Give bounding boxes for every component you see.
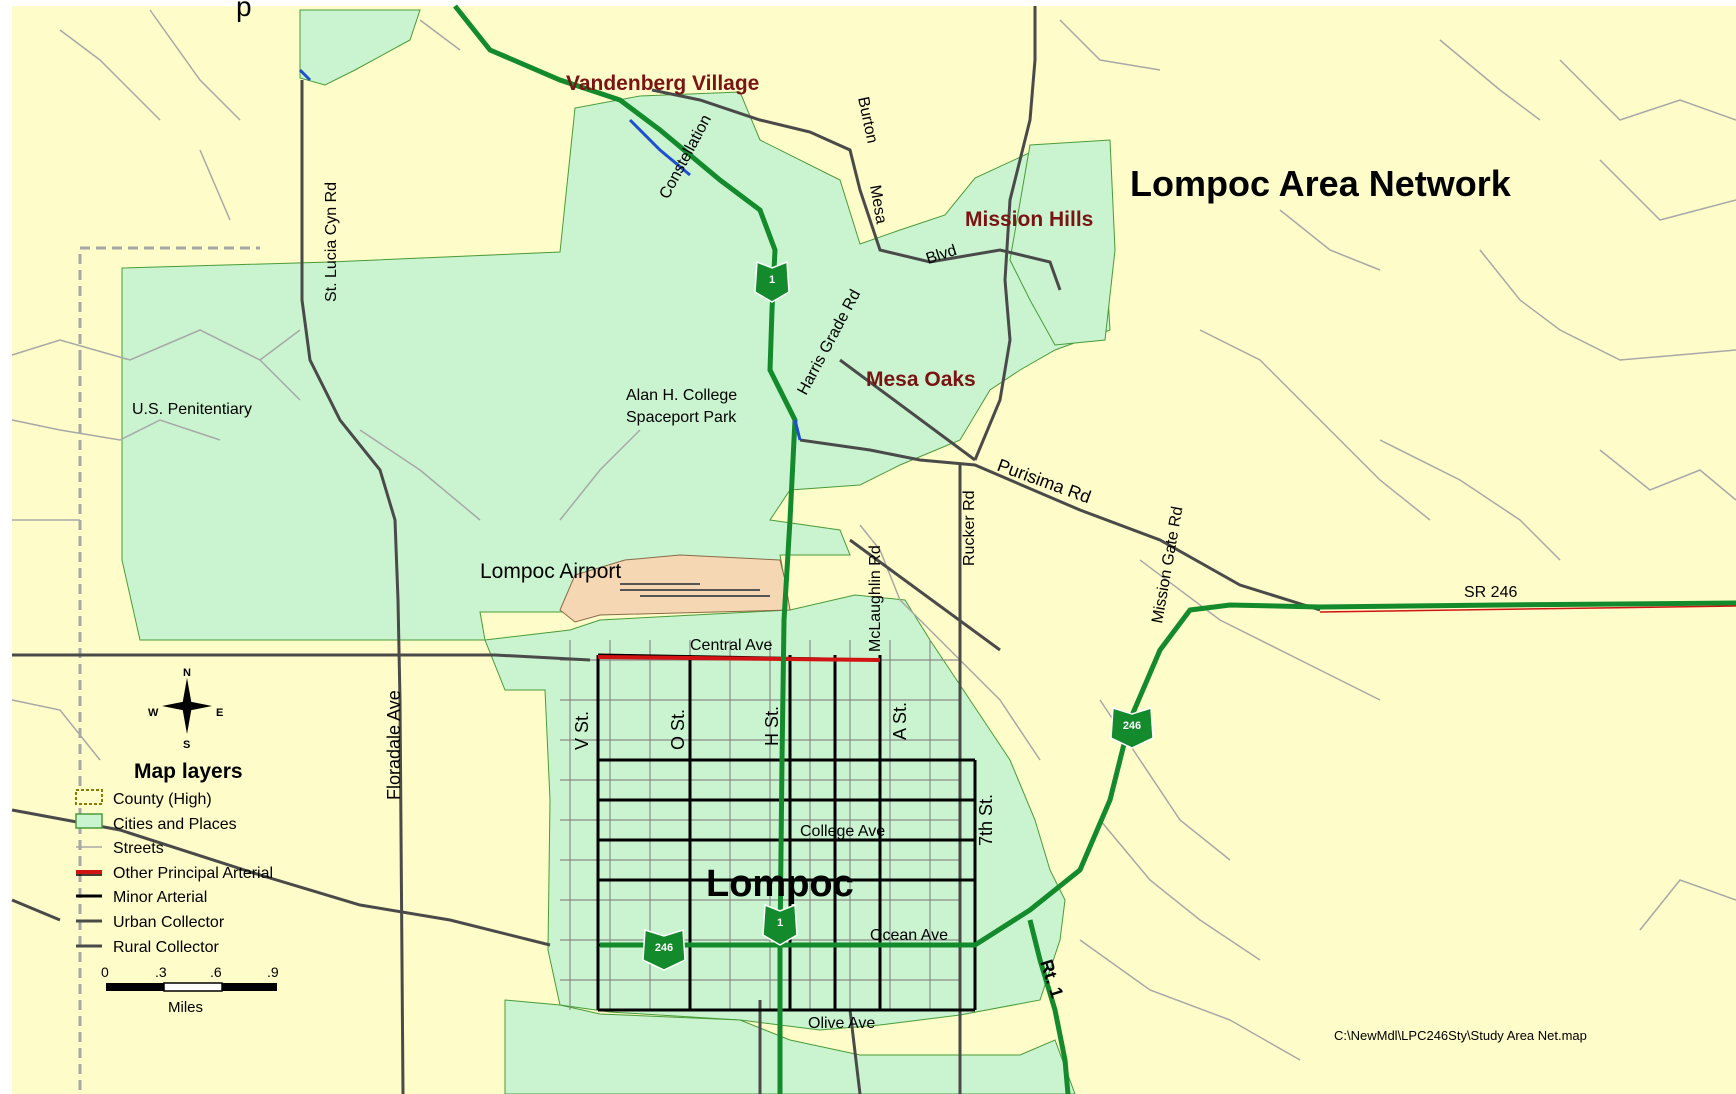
scale-tick-0: 0 (101, 964, 109, 980)
place-spaceport: Spaceport Park (626, 409, 737, 426)
label-sr246: SR 246 (1464, 584, 1517, 601)
route-246-shield-east: 246 (1110, 706, 1154, 749)
route-246-shield-label: 246 (655, 942, 673, 954)
route-1-shield-label: 1 (769, 274, 775, 286)
compass-w: W (148, 707, 159, 719)
scale-seg-3 (222, 983, 277, 991)
label-floradale: Floradale Ave (384, 690, 404, 800)
legend-label-minor: Minor Arterial (113, 889, 207, 906)
map-legend: Map layers County (High) Cities and Plac… (75, 760, 273, 956)
legend-label-rural: Rural Collector (113, 939, 219, 956)
central-ave-arterial (597, 655, 881, 662)
scale-tick-2: .6 (210, 964, 222, 980)
scale-seg-2 (163, 982, 223, 992)
route-246-shield-west: 246 (642, 928, 686, 971)
label-h-st: H St. (762, 706, 782, 746)
label-o-st: O St. (668, 709, 688, 750)
label-v-st: V St. (572, 711, 592, 750)
route-1-shield-label: 1 (777, 917, 783, 929)
place-mesa-oaks: Mesa Oaks (866, 368, 976, 391)
place-vandenberg-village: Vandenberg Village (566, 72, 759, 95)
streets-layer (11, 9, 1736, 1061)
scale-seg-1 (106, 983, 164, 991)
compass-n: N (183, 667, 191, 679)
map-title: Lompoc Area Network (1130, 163, 1512, 204)
runway (620, 583, 770, 597)
route-1-shield-town: 1 (762, 903, 798, 946)
top-partial-text: p (236, 0, 252, 22)
place-airport: Lompoc Airport (480, 560, 621, 583)
sr-246-red-edge (1319, 605, 1736, 613)
label-a-st: A St. (890, 702, 910, 740)
legend-label-streets: Streets (113, 840, 164, 857)
compass-rose: N S E W (148, 667, 223, 751)
compass-s: S (183, 739, 190, 751)
legend-label-county: County (High) (113, 791, 212, 808)
label-college-ave: College Ave (800, 823, 885, 840)
place-penitentiary: U.S. Penitentiary (132, 401, 252, 418)
label-mesa: Mesa (866, 184, 890, 226)
sr-246 (600, 600, 1736, 948)
interchanges (298, 68, 802, 441)
label-mclaughlin: McLaughlin Rd (867, 545, 884, 652)
place-lompoc: Lompoc (706, 863, 854, 905)
label-rucker: Rucker Rd (961, 490, 978, 566)
place-college: Alan H. College (626, 387, 737, 404)
label-central-ave: Central Ave (690, 637, 773, 654)
file-path: C:\NewMdl\LPC246Sty\Study Area Net.map (1334, 1028, 1587, 1043)
legend-swatch-county (75, 789, 103, 805)
legend-label-principal: Other Principal Arterial (113, 865, 273, 882)
legend-swatch-city (75, 813, 103, 829)
airport-area (559, 554, 791, 623)
place-mission-hills: Mission Hills (965, 208, 1093, 231)
collector-roads (11, 6, 1321, 1094)
legend-title: Map layers (134, 760, 243, 783)
city-areas (121, 9, 1116, 1094)
legend-label-urban: Urban Collector (113, 914, 225, 931)
scale-tick-3: .9 (267, 964, 279, 980)
highway-1 (453, 4, 798, 1094)
label-st-lucia: St. Lucia Cyn Rd (323, 182, 340, 302)
scale-tick-1: .3 (155, 964, 167, 980)
legend-label-city: Cities and Places (113, 816, 237, 833)
label-7th-st: 7th St. (976, 794, 996, 846)
compass-e: E (216, 707, 223, 719)
label-olive-ave: Olive Ave (808, 1015, 875, 1032)
county-boundary (78, 246, 260, 1094)
route-246-shield-label: 246 (1123, 720, 1141, 732)
scale-unit: Miles (168, 999, 203, 1016)
scale-bar: 0 .3 .6 .9 Miles (101, 964, 279, 1016)
label-ocean-ave: Ocean Ave (870, 927, 948, 944)
route-1-southeast (1027, 919, 1071, 1094)
route-1-shield-north: 1 (754, 260, 790, 303)
